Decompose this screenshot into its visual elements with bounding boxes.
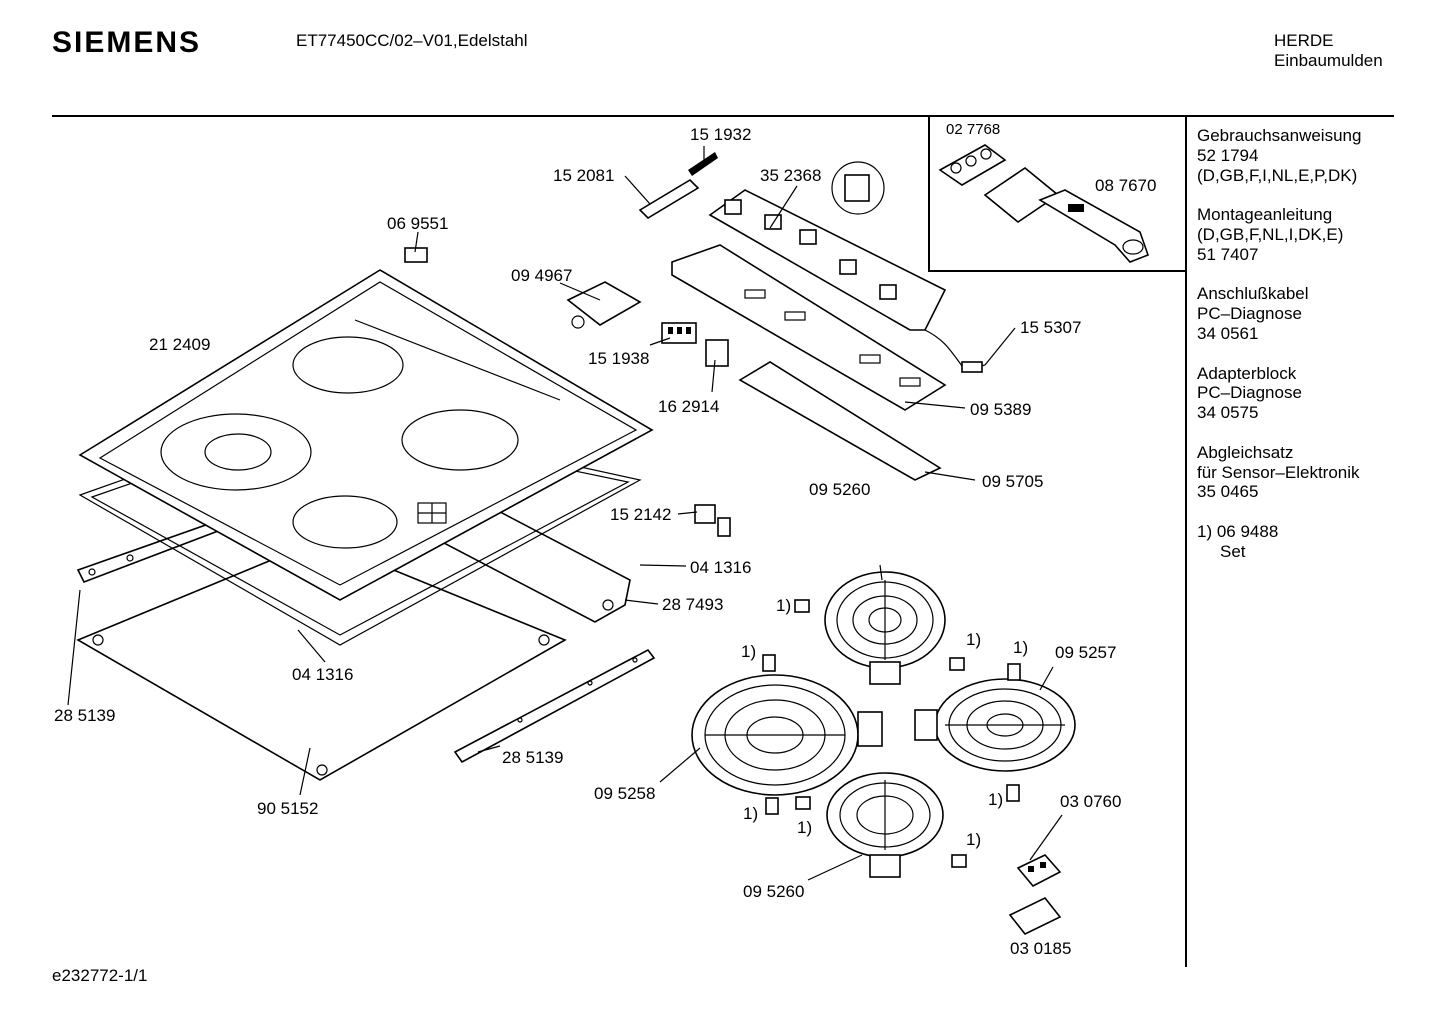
doc-line: 52 1794 — [1197, 145, 1259, 165]
bracket-094967 — [566, 281, 642, 326]
set-note-set: Set — [1220, 541, 1246, 561]
label-287493: 28 7493 — [662, 595, 723, 614]
label-095260-b: 09 5260 — [743, 882, 804, 901]
doc-line: 51 7407 — [1197, 244, 1259, 264]
label-094967: 09 4967 — [511, 266, 572, 285]
doc-line: PC–Diagnose — [1197, 383, 1302, 403]
set-note: 1) 06 9488 Set — [1197, 522, 1361, 562]
label-027768: 02 7768 — [946, 121, 1000, 138]
heating-element-top — [824, 571, 946, 685]
header-divider — [52, 115, 1394, 117]
sidebar-divider — [1185, 117, 1187, 967]
label-095705: 09 5705 — [982, 472, 1043, 491]
housing — [671, 244, 947, 411]
label-095257: 09 5257 — [1055, 643, 1116, 662]
footnote-marker: 1) — [988, 790, 1003, 809]
label-041316-b: 04 1316 — [292, 665, 353, 684]
control-board — [708, 161, 947, 331]
doc-line: (D,GB,F,I,NL,E,P,DK) — [1197, 165, 1358, 185]
documents-list: Gebrauchsanweisung 52 1794 (D,GB,F,I,NL,… — [1197, 126, 1361, 581]
heating-element-right — [914, 678, 1076, 772]
doc-line: 34 0561 — [1197, 323, 1259, 343]
terminal-030760 — [1016, 854, 1062, 888]
sensor-parts — [762, 599, 1021, 868]
set-note-line: 1) 06 9488 — [1197, 521, 1279, 541]
doc-title: Abgleichsatz — [1197, 442, 1294, 462]
base-plate — [76, 539, 567, 781]
cover-030185 — [1008, 896, 1062, 936]
doc-cable: Anschlußkabel PC–Diagnose 34 0561 — [1197, 284, 1361, 343]
footnote-marker: 1) — [1013, 638, 1028, 657]
label-152142: 15 2142 — [610, 505, 671, 524]
doc-adapter: Adapterblock PC–Diagnose 34 0575 — [1197, 364, 1361, 423]
label-152081: 15 2081 — [553, 166, 614, 185]
label-212409: 21 2409 — [149, 335, 210, 354]
category-line-2: Einbaumulden — [1274, 51, 1383, 70]
doc-user-manual: Gebrauchsanweisung 52 1794 (D,GB,F,I,NL,… — [1197, 126, 1361, 185]
label-095260-a: 09 5260 — [809, 480, 870, 499]
category-line-1: HERDE — [1274, 31, 1334, 50]
scraper-087670 — [983, 167, 1150, 263]
label-285139-a: 28 5139 — [54, 706, 115, 725]
doc-title: Adapterblock — [1197, 363, 1297, 383]
doc-line: (D,GB,F,NL,I,DK,E) — [1197, 224, 1344, 244]
leader-lines — [67, 146, 1063, 881]
shield-095705 — [738, 361, 942, 481]
label-095258: 09 5258 — [594, 784, 655, 803]
label-151938: 15 1938 — [588, 349, 649, 368]
accessory-box — [928, 117, 1185, 272]
label-905152: 90 5152 — [257, 799, 318, 818]
clip-069551 — [404, 247, 428, 263]
heating-element-left — [691, 674, 883, 796]
footnote-marker: 1) — [776, 596, 791, 615]
footnote-marker: 1) — [741, 642, 756, 661]
cable-plug — [961, 361, 983, 373]
siemens-logo: SIEMENS — [52, 26, 202, 59]
label-087670: 08 7670 — [1095, 176, 1156, 195]
footnote-marker: 1) — [966, 630, 981, 649]
doc-line: für Sensor–Elektronik — [1197, 462, 1360, 482]
side-rail-right — [453, 648, 656, 764]
label-155307: 15 5307 — [1020, 318, 1081, 337]
connector-151938 — [661, 322, 697, 344]
label-162914: 16 2914 — [658, 397, 719, 416]
footnote-marker: 1) — [966, 830, 981, 849]
footnote-marker: 1) — [797, 818, 812, 837]
label-069551: 06 9551 — [387, 214, 448, 233]
doc-line: PC–Diagnose — [1197, 304, 1302, 324]
clip-152142 — [694, 504, 731, 537]
contact-151932 — [688, 152, 718, 176]
label-151932: 15 1932 — [690, 125, 751, 144]
drawing-id: e232772-1/1 — [52, 966, 148, 985]
category: HERDE Einbaumulden — [1274, 31, 1383, 71]
doc-title: Montageanleitung — [1197, 205, 1333, 225]
doc-title: Gebrauchsanweisung — [1197, 126, 1362, 145]
label-352368: 35 2368 — [760, 166, 821, 185]
doc-installation: Montageanleitung (D,GB,F,NL,I,DK,E) 51 7… — [1197, 205, 1361, 264]
label-030760: 03 0760 — [1060, 792, 1121, 811]
label-285139-b: 28 5139 — [502, 748, 563, 767]
side-rail-left — [76, 519, 228, 584]
doc-line: 35 0465 — [1197, 482, 1259, 502]
model-number: ET77450CC/02–V01,Edelstahl — [296, 31, 528, 50]
heating-element-bottom — [826, 772, 944, 878]
holder-152081 — [638, 178, 700, 220]
doc-line: 34 0575 — [1197, 403, 1259, 423]
label-095389: 09 5389 — [970, 400, 1031, 419]
label-030185: 03 0185 — [1010, 939, 1071, 958]
switch-162914 — [705, 339, 729, 367]
accessory-pad-027768 — [938, 144, 1007, 186]
label-041316-a: 04 1316 — [690, 558, 751, 577]
doc-calibration: Abgleichsatz für Sensor–Elektronik 35 04… — [1197, 443, 1361, 502]
glass-cooktop — [78, 269, 654, 601]
footnote-marker: 1) — [743, 804, 758, 823]
doc-title: Anschlußkabel — [1197, 284, 1309, 304]
